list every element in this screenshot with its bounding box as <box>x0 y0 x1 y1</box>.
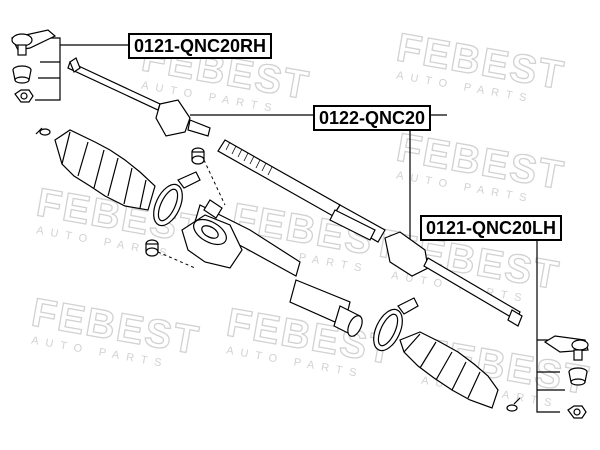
part-label-tie-rod-end-right: 0121-QNC20RH <box>128 33 273 59</box>
tie-rod-end-right <box>11 29 57 56</box>
inner-tie-rod-lower <box>384 231 523 327</box>
steering-housing <box>181 199 363 337</box>
clip-left <box>35 127 51 136</box>
boot-left-small <box>568 367 588 386</box>
part-label-tie-rod-end-left: 0121-QNC20LH <box>420 215 563 241</box>
inner-tie-rod-upper <box>67 57 211 137</box>
nut-right <box>14 89 34 103</box>
clip-right <box>506 397 521 412</box>
clamp-lower <box>373 297 419 352</box>
boot-left-main <box>54 129 156 211</box>
bushing-lower <box>145 239 159 257</box>
assembly-guides <box>157 159 226 269</box>
boot-right-main <box>399 331 499 409</box>
nut-left <box>567 405 587 419</box>
bushing-upper <box>191 147 205 165</box>
boot-right-small <box>12 65 32 84</box>
clamp-upper <box>153 171 201 227</box>
part-label-rack-end: 0122-QNC20 <box>313 105 432 131</box>
tie-rod-end-left <box>543 335 589 361</box>
rack-tube-end <box>329 209 376 241</box>
